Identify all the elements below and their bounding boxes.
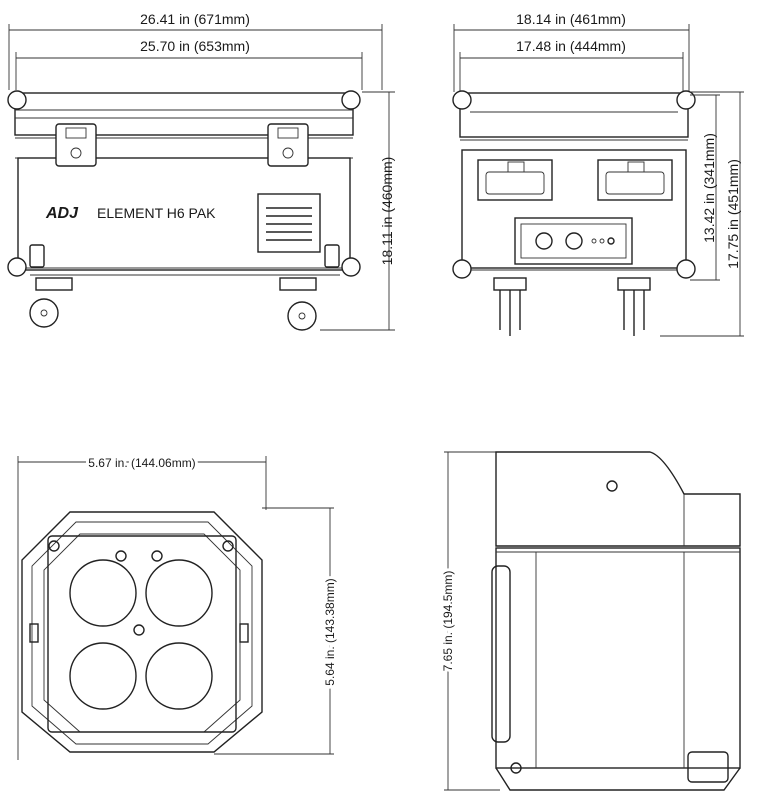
fixture-front-view: 5.67 in. (144.06mm) 5.64 in. (143.38mm) bbox=[17, 453, 340, 760]
fixture-front-height: 5.64 in. (143.38mm) bbox=[323, 578, 337, 685]
fixture-front-width: 5.67 in. (144.06mm) bbox=[88, 456, 195, 470]
brand-logo: ADJ bbox=[45, 205, 79, 222]
product-name-label: ELEMENT H6 PAK bbox=[97, 205, 216, 221]
case-front-height: 18.11 in (460mm) bbox=[379, 157, 395, 266]
fixture-side-height: 7.65 in. (194.5mm) bbox=[441, 571, 455, 672]
fixture-side-view: 7.65 in. (194.5mm) bbox=[438, 451, 741, 791]
case-side-height-outer: 17.75 in (451mm) bbox=[725, 159, 741, 269]
case-side-width-inner: 17.48 in (444mm) bbox=[516, 38, 626, 54]
case-side-width-outer: 18.14 in (461mm) bbox=[516, 11, 626, 27]
case-front-width-outer: 26.41 in (671mm) bbox=[140, 11, 250, 27]
case-front-width-inner: 25.70 in (653mm) bbox=[140, 38, 250, 54]
case-side-height-inner: 13.42 in (341mm) bbox=[701, 133, 717, 243]
case-front-view: 26.41 in (671mm) 25.70 in (653mm) bbox=[7, 11, 395, 331]
case-side-view: 18.14 in (461mm) 17.48 in (444mm) bbox=[452, 11, 744, 337]
